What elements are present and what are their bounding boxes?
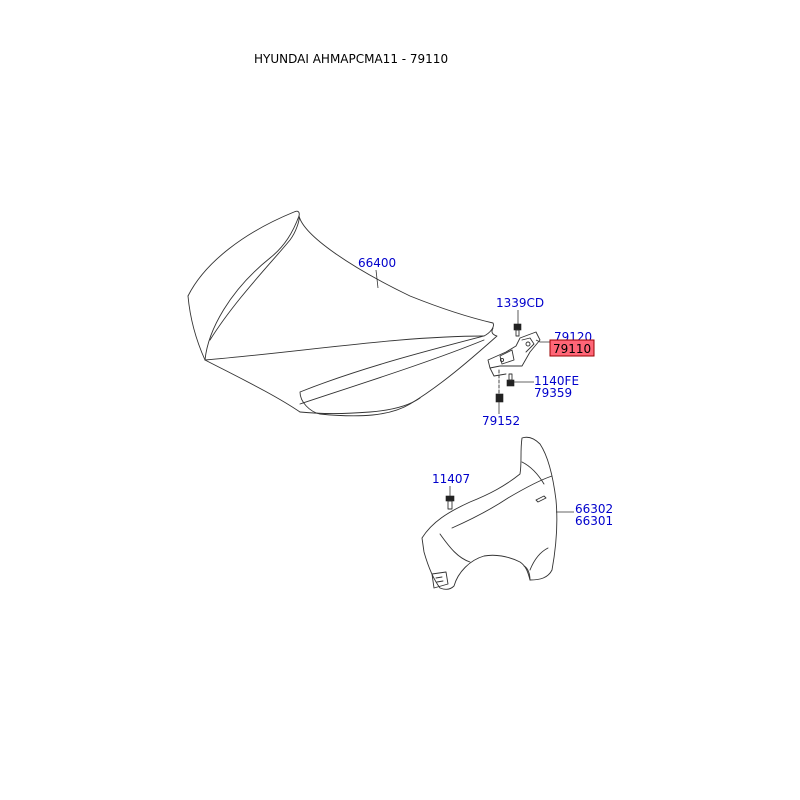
label-1339cd[interactable]: 1339CD [496,296,544,310]
bolt-1339cd-drawing [513,323,522,337]
hood-drawing [187,210,498,417]
label-79359[interactable]: 79359 [534,386,572,400]
hinge-drawing [487,310,552,414]
label-79152[interactable]: 79152 [482,414,520,428]
label-66301[interactable]: 66301 [575,514,613,528]
label-79110[interactable]: 79110 [553,342,591,356]
label-66400[interactable]: 66400 [358,256,396,270]
fender-drawing [421,436,574,590]
selected-part-highlight [549,339,595,357]
label-11407[interactable]: 11407 [432,472,470,486]
diagram-title: HYUNDAI AHMAPCMA11 - 79110 [254,52,449,66]
bolt-79152-drawing [495,369,504,403]
label-66302[interactable]: 66302 [575,502,613,516]
label-1140fe[interactable]: 1140FE [534,374,579,388]
bolt-1140fe-drawing [506,373,515,387]
bolt-11407-drawing [445,495,455,510]
